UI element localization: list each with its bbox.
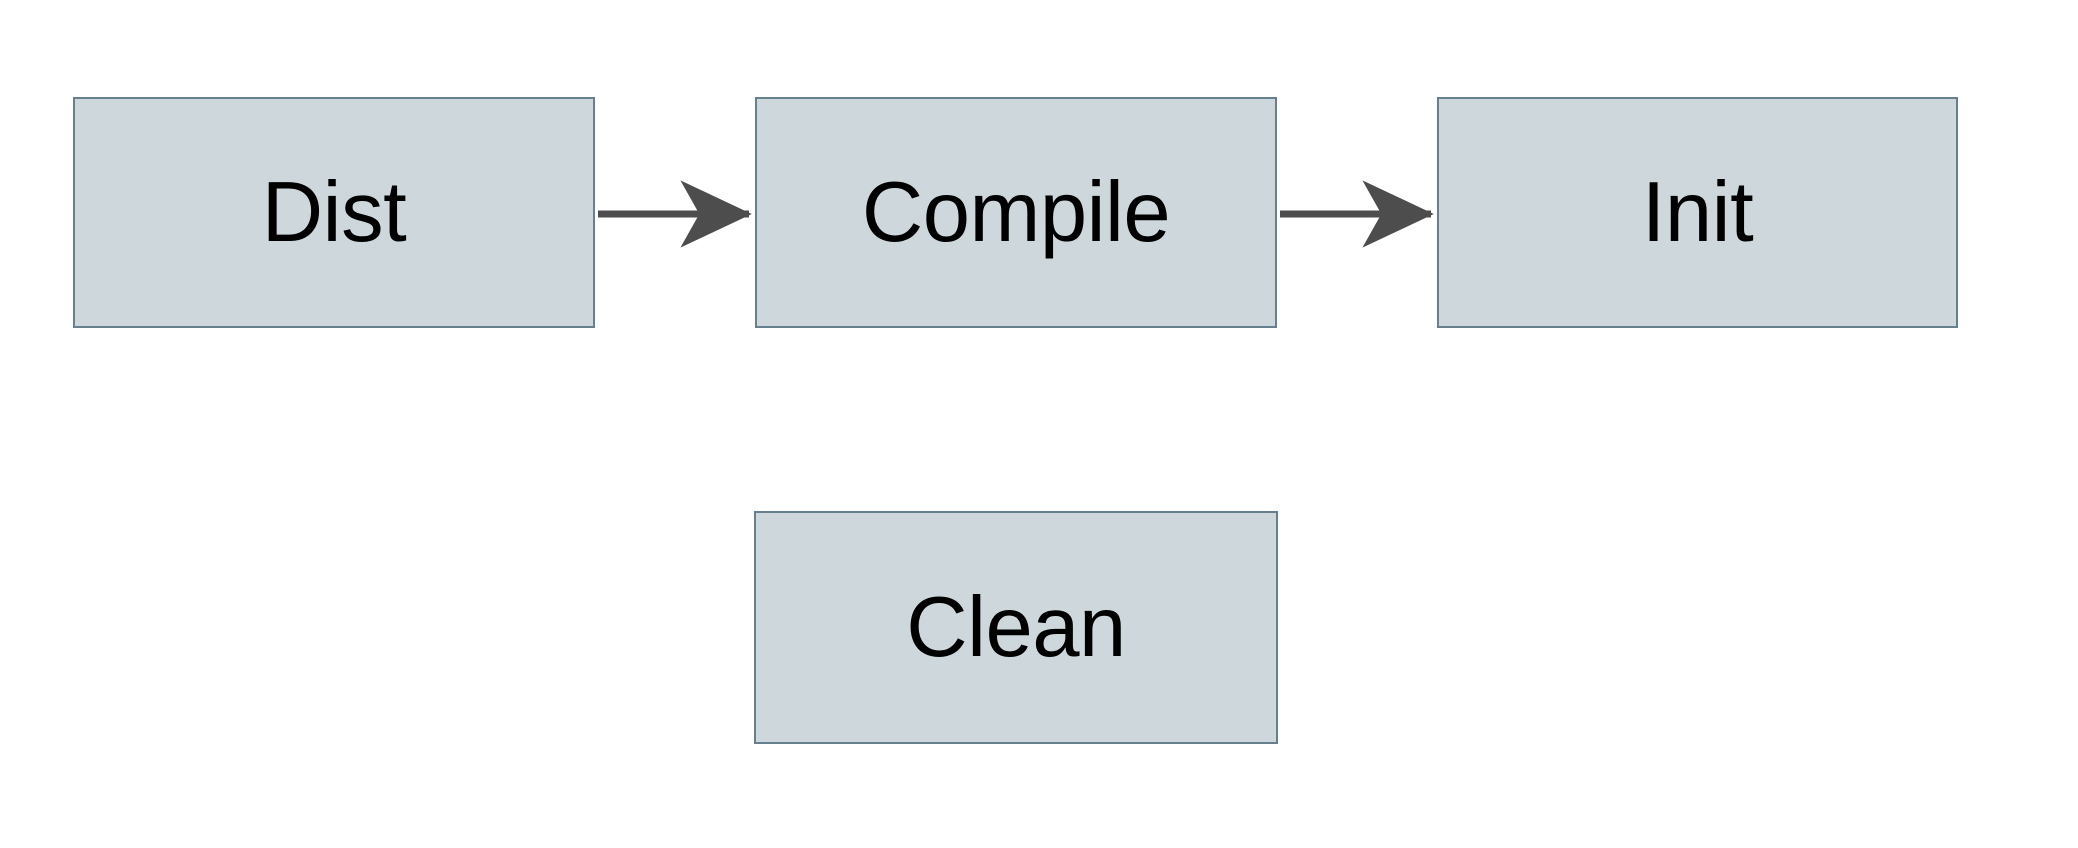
node-label: Clean — [906, 580, 1126, 675]
node-compile[interactable]: Compile — [755, 97, 1277, 328]
node-label: Dist — [261, 165, 407, 260]
node-dist[interactable]: Dist — [73, 97, 595, 328]
node-clean[interactable]: Clean — [754, 511, 1278, 744]
node-label: Init — [1641, 165, 1754, 260]
node-label: Compile — [861, 165, 1171, 260]
node-init[interactable]: Init — [1437, 97, 1958, 328]
